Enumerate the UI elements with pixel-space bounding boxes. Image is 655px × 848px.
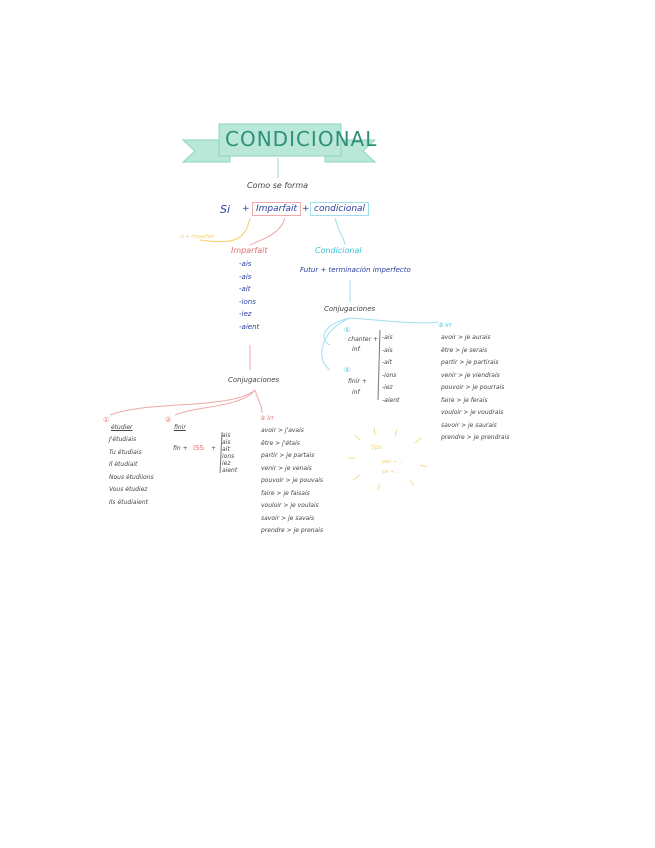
- list-item: pouvoir > je pourrais: [441, 384, 505, 391]
- list-item: être > je serais: [441, 346, 488, 354]
- como-se-forma: Como se forma: [247, 181, 309, 190]
- list-item: Ils étudiaient: [109, 498, 148, 506]
- ending: -ions: [239, 297, 256, 306]
- ending: -ais: [382, 346, 393, 354]
- plus-sign: +: [211, 445, 217, 452]
- tips-label: tips: [371, 444, 382, 451]
- si-note: si + imparfait: [180, 234, 215, 240]
- page-title: CONDICIONAL: [225, 127, 378, 151]
- formula-imparfait: Imparfait: [252, 202, 302, 216]
- ending: aient: [222, 467, 238, 474]
- group-number: ②: [165, 416, 172, 424]
- list-item: J'étudiais: [109, 436, 137, 443]
- finir-formula: fin +: [173, 445, 188, 452]
- condicional-rule: Futur + terminación imperfecto: [300, 266, 411, 274]
- ending: -ais: [382, 334, 393, 341]
- plus-sign: +: [302, 204, 310, 214]
- ending: -ait: [382, 359, 392, 366]
- right-irregulars: avoir > je aurais être > je serais partir …: [441, 332, 509, 445]
- list-item: Nous étudiions: [109, 473, 154, 481]
- list-item: partir > je partais: [261, 452, 315, 459]
- list-item: partir > je partirais: [441, 359, 499, 366]
- list-item: pouvoir > je pouvais: [261, 477, 324, 484]
- tip-line: ça → ...: [382, 469, 400, 475]
- list-item: Il étudiait: [109, 461, 138, 468]
- ending: ait: [222, 446, 230, 453]
- ending: -ions: [382, 371, 397, 379]
- list-item: être > j'étais: [261, 439, 300, 447]
- group-inf: inf: [352, 389, 360, 396]
- formula-condicional: condicional: [310, 202, 370, 216]
- group-verb: chanter +: [348, 336, 379, 343]
- group-verb: finir +: [348, 378, 367, 385]
- ending: iez: [222, 460, 231, 467]
- imparfait-endings: -ais -ais -ait -ions -iez -aient: [239, 258, 259, 333]
- ending: -iez: [382, 384, 393, 391]
- group-inf: inf: [352, 346, 360, 353]
- ending: ions: [222, 453, 235, 460]
- plus-sign: +: [242, 204, 250, 214]
- ending: -ait: [239, 285, 251, 293]
- list-item: vouloir > je voudrais: [441, 409, 504, 416]
- list-item: vouloir > je voulais: [261, 502, 319, 509]
- condicional-heading: Condicional: [315, 246, 362, 255]
- ending: ais: [222, 439, 231, 446]
- tips-sunburst: [348, 427, 428, 491]
- group-number: ②: [344, 366, 351, 374]
- group-verb: étudier: [111, 424, 133, 431]
- ending: -aient: [239, 322, 260, 331]
- iss-infix: ISS: [193, 444, 204, 452]
- right-endings: -ais -ais -ait -ions -iez -aient: [382, 332, 399, 407]
- ending: -iez: [239, 310, 252, 318]
- formula-si: Si: [220, 203, 231, 216]
- group-number: ③ irr: [438, 322, 452, 329]
- list-item: Tu étudiais: [109, 448, 142, 456]
- list-item: faire > je ferais: [441, 396, 488, 404]
- list-item: avoir > je aurais: [441, 334, 491, 341]
- list-item: prendre > je prendrais: [441, 434, 510, 441]
- ending: -ais: [239, 260, 252, 268]
- list-item: prendre > je prenais: [261, 527, 324, 534]
- imparfait-heading: Imparfait: [231, 246, 268, 255]
- group-number: ①: [103, 416, 110, 424]
- title-banner: [181, 123, 377, 163]
- ending: -aient: [382, 396, 400, 404]
- list-item: venir > je viendrais: [441, 371, 500, 379]
- group-verb: finir: [174, 424, 186, 431]
- conjugaciones-left-heading: Conjugaciones: [228, 376, 280, 384]
- ending: ais: [222, 432, 231, 439]
- ending: -ais: [239, 272, 252, 281]
- conjugaciones-right-heading: Conjugaciones: [324, 305, 376, 313]
- list-item: savoir > je saurais: [441, 421, 497, 429]
- group-number: ③ irr: [260, 415, 274, 422]
- left-irregulars: avoir > j'avais être > j'étais partir > je…: [261, 425, 323, 538]
- tip-line: pas → ...: [382, 459, 403, 465]
- list-item: avoir > j'avais: [261, 427, 304, 434]
- list-item: venir > je venais: [261, 464, 312, 472]
- group-number: ①: [344, 326, 351, 334]
- list-item: savoir > je savais: [261, 514, 315, 522]
- list-item: Vous étudiez: [109, 486, 148, 493]
- list-item: faire > je faisais: [261, 489, 310, 497]
